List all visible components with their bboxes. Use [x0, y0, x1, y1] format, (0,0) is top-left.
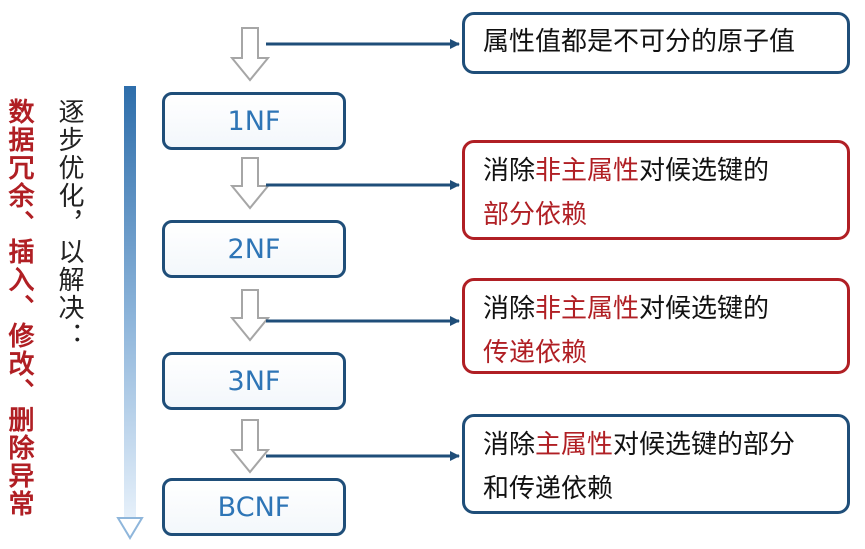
anomaly-label: 数据冗余、插入、修改、删除异常 [4, 98, 34, 518]
desc-3nf-highlight: 非主属性 [535, 294, 640, 324]
nf-box-2nf: 2NF [162, 220, 346, 278]
desc-2nf-prefix: 消除 [483, 156, 536, 186]
approach-label: 逐步优化，以解决： [54, 98, 84, 350]
desc-box-3nf: 消除非主属性对候选键的 传递依赖 [462, 278, 850, 374]
nf-box-3nf: 3NF [162, 352, 346, 410]
progress-arrow [116, 86, 144, 540]
desc-2nf-dependency: 部分依赖 [483, 200, 588, 230]
desc-3nf-dependency: 传递依赖 [483, 338, 588, 368]
desc-bcnf-prefix: 消除 [483, 430, 536, 460]
desc-2nf-middle: 对候选键的 [639, 156, 770, 186]
down-arrow-3 [229, 289, 271, 342]
desc-box-1nf: 属性值都是不可分的原子值 [462, 12, 850, 74]
desc-bcnf-middle: 对候选键的部分 [613, 430, 796, 460]
down-arrow-1 [229, 27, 271, 82]
desc-bcnf-highlight: 主属性 [535, 430, 614, 460]
desc-2nf-highlight: 非主属性 [535, 156, 640, 186]
nf-box-1nf: 1NF [162, 92, 346, 150]
desc-box-2nf: 消除非主属性对候选键的 部分依赖 [462, 140, 850, 240]
down-arrow-4 [229, 419, 271, 474]
nf-box-bcnf: BCNF [162, 478, 346, 536]
desc-1nf-text: 属性值都是不可分的原子值 [483, 27, 796, 57]
desc-box-bcnf: 消除主属性对候选键的部分 和传递依赖 [462, 414, 850, 514]
desc-3nf-prefix: 消除 [483, 294, 536, 324]
desc-bcnf-dependency: 和传递依赖 [483, 474, 614, 504]
down-arrow-2 [229, 157, 271, 210]
desc-3nf-middle: 对候选键的 [639, 294, 770, 324]
